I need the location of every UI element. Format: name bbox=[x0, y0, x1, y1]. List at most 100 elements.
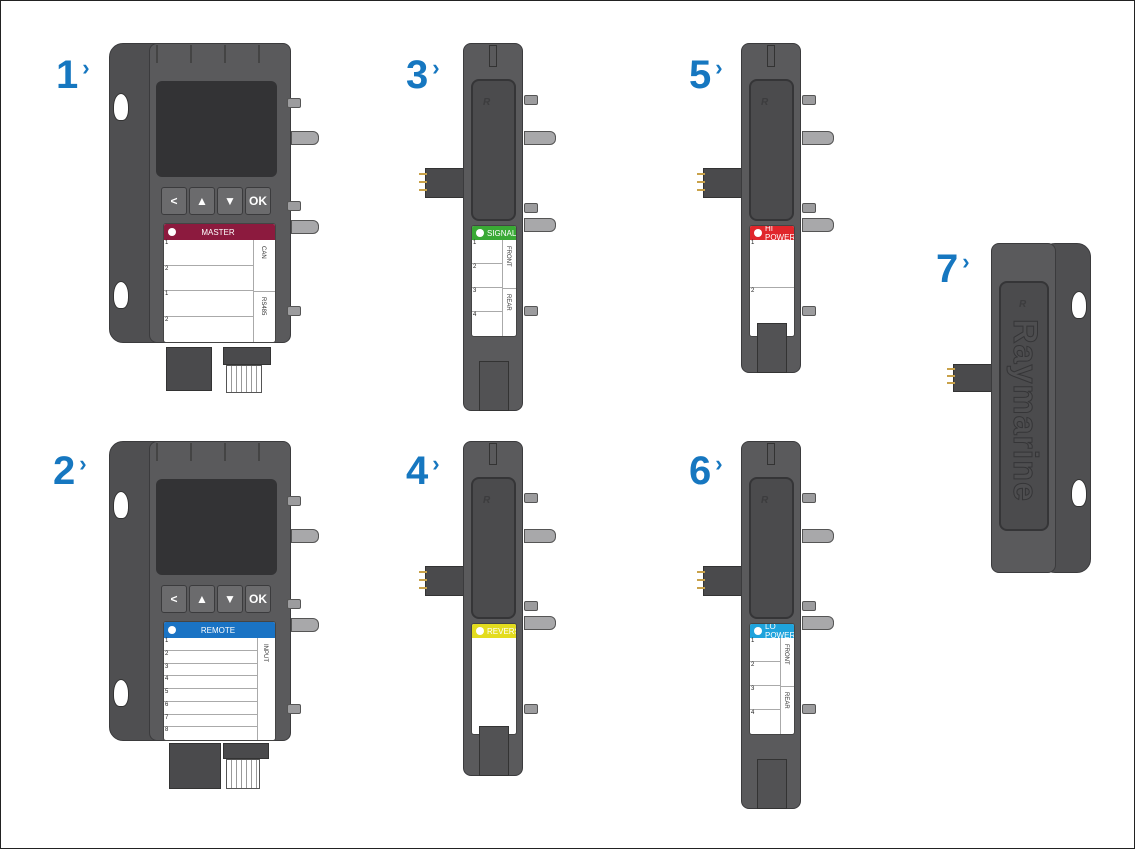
bottom-connector-collar bbox=[223, 347, 271, 365]
mounting-peg bbox=[291, 131, 319, 145]
label-row: 4 bbox=[473, 312, 477, 318]
chevron-icon: › bbox=[715, 451, 723, 476]
status-led-icon bbox=[476, 229, 484, 237]
chevron-icon: › bbox=[82, 55, 90, 80]
connector-pin bbox=[524, 601, 538, 611]
side-connector-tab bbox=[425, 168, 465, 198]
chevron-icon: › bbox=[79, 451, 87, 476]
gold-pin bbox=[419, 173, 427, 175]
connector-pin bbox=[524, 95, 538, 105]
mounting-peg bbox=[524, 218, 556, 232]
label-group-rear: REAR bbox=[505, 294, 511, 311]
chevron-icon: › bbox=[715, 55, 723, 80]
label-row: 4 bbox=[164, 676, 257, 689]
connector-pin bbox=[524, 306, 538, 316]
label-title: MASTER bbox=[201, 227, 235, 237]
cover-panel bbox=[471, 79, 516, 221]
mounting-peg bbox=[802, 218, 834, 232]
label-group-input: INPUT bbox=[262, 644, 268, 662]
mounting-keyhole-icon bbox=[113, 93, 129, 121]
label-group-rear: REAR bbox=[783, 692, 789, 709]
connector-pin bbox=[802, 704, 816, 714]
vent-rib bbox=[156, 443, 158, 461]
gold-pin bbox=[947, 382, 955, 384]
label-row: 4 bbox=[751, 710, 755, 716]
mounting-keyhole-icon bbox=[113, 679, 129, 707]
bottom-plug bbox=[757, 323, 787, 373]
keypad-down-button[interactable]: ▼ bbox=[217, 585, 243, 613]
raymarine-logo-icon: R bbox=[1019, 299, 1027, 310]
keypad-up-button[interactable]: ▲ bbox=[189, 187, 215, 215]
label-row: 2 bbox=[164, 651, 257, 664]
keypad-left-button[interactable]: < bbox=[161, 187, 187, 215]
raymarine-logo-icon: R bbox=[483, 495, 491, 506]
status-led-icon bbox=[754, 627, 762, 635]
figure-number-3: 3› bbox=[406, 53, 440, 98]
status-led-icon bbox=[476, 627, 484, 635]
bottom-connector bbox=[169, 743, 221, 789]
gold-pin bbox=[419, 587, 427, 589]
mounting-keyhole-icon bbox=[1071, 479, 1087, 507]
gold-pin bbox=[419, 189, 427, 191]
label-divider bbox=[253, 291, 275, 292]
figure-number-4: 4› bbox=[406, 449, 440, 494]
label-header: MASTER bbox=[164, 224, 275, 240]
mounting-peg bbox=[524, 529, 556, 543]
connector-pin bbox=[802, 493, 816, 503]
cable-gland-nut bbox=[226, 759, 260, 789]
keypad-ok-button[interactable]: OK bbox=[245, 187, 271, 215]
chevron-icon: › bbox=[432, 55, 440, 80]
raymarine-brand-text: Raymarine bbox=[1006, 319, 1045, 503]
mounting-peg bbox=[291, 618, 319, 632]
label-row: 2 bbox=[165, 316, 169, 323]
keypad-left-button[interactable]: < bbox=[161, 585, 187, 613]
gold-pin bbox=[697, 181, 705, 183]
figure-number-text: 6 bbox=[689, 449, 712, 493]
label-header: REVERSE bbox=[472, 624, 516, 638]
figure-number-7: 7› bbox=[936, 247, 970, 292]
figure-number-text: 3 bbox=[406, 53, 429, 97]
bottom-plug bbox=[479, 361, 509, 411]
figure-number-text: 1 bbox=[56, 53, 79, 97]
connector-pin bbox=[802, 601, 816, 611]
figure-number-text: 2 bbox=[53, 449, 76, 493]
gold-pin bbox=[697, 579, 705, 581]
chevron-icon: › bbox=[962, 249, 970, 274]
chevron-icon: › bbox=[432, 451, 440, 476]
label-title: HI POWER bbox=[765, 225, 795, 242]
label-header: HI POWER bbox=[750, 225, 795, 242]
raymarine-logo-icon: R bbox=[483, 97, 491, 108]
label-group-column bbox=[257, 638, 275, 740]
mounting-keyhole-icon bbox=[113, 491, 129, 519]
mounting-keyhole-icon bbox=[1071, 291, 1087, 319]
label-row: 1 bbox=[750, 240, 794, 288]
cover-panel bbox=[749, 79, 794, 221]
label-row: 6 bbox=[164, 702, 257, 715]
label-row: 1 bbox=[164, 638, 257, 651]
vent-rib bbox=[156, 45, 158, 63]
device-label-card: REVERSE bbox=[471, 623, 517, 735]
connector-pin bbox=[524, 203, 538, 213]
vent-rib bbox=[258, 45, 260, 63]
label-group-can: CAN bbox=[260, 246, 266, 259]
gold-pin bbox=[947, 368, 955, 370]
keypad-up-button[interactable]: ▲ bbox=[189, 585, 215, 613]
status-led-icon bbox=[168, 228, 176, 236]
keypad-down-button[interactable]: ▼ bbox=[217, 187, 243, 215]
label-row: 3 bbox=[164, 664, 257, 677]
cover-panel bbox=[999, 281, 1049, 531]
label-row: 5 bbox=[164, 689, 257, 702]
label-header: REMOTE bbox=[164, 622, 275, 638]
connector-pin bbox=[802, 306, 816, 316]
mounting-peg bbox=[524, 616, 556, 630]
label-title: LO POWER bbox=[765, 623, 795, 640]
side-connector-tab bbox=[703, 168, 743, 198]
keypad-ok-button[interactable]: OK bbox=[245, 585, 271, 613]
gold-pin bbox=[419, 579, 427, 581]
figure-number-text: 4 bbox=[406, 449, 429, 493]
cover-panel bbox=[749, 477, 794, 619]
label-divider bbox=[502, 288, 516, 289]
